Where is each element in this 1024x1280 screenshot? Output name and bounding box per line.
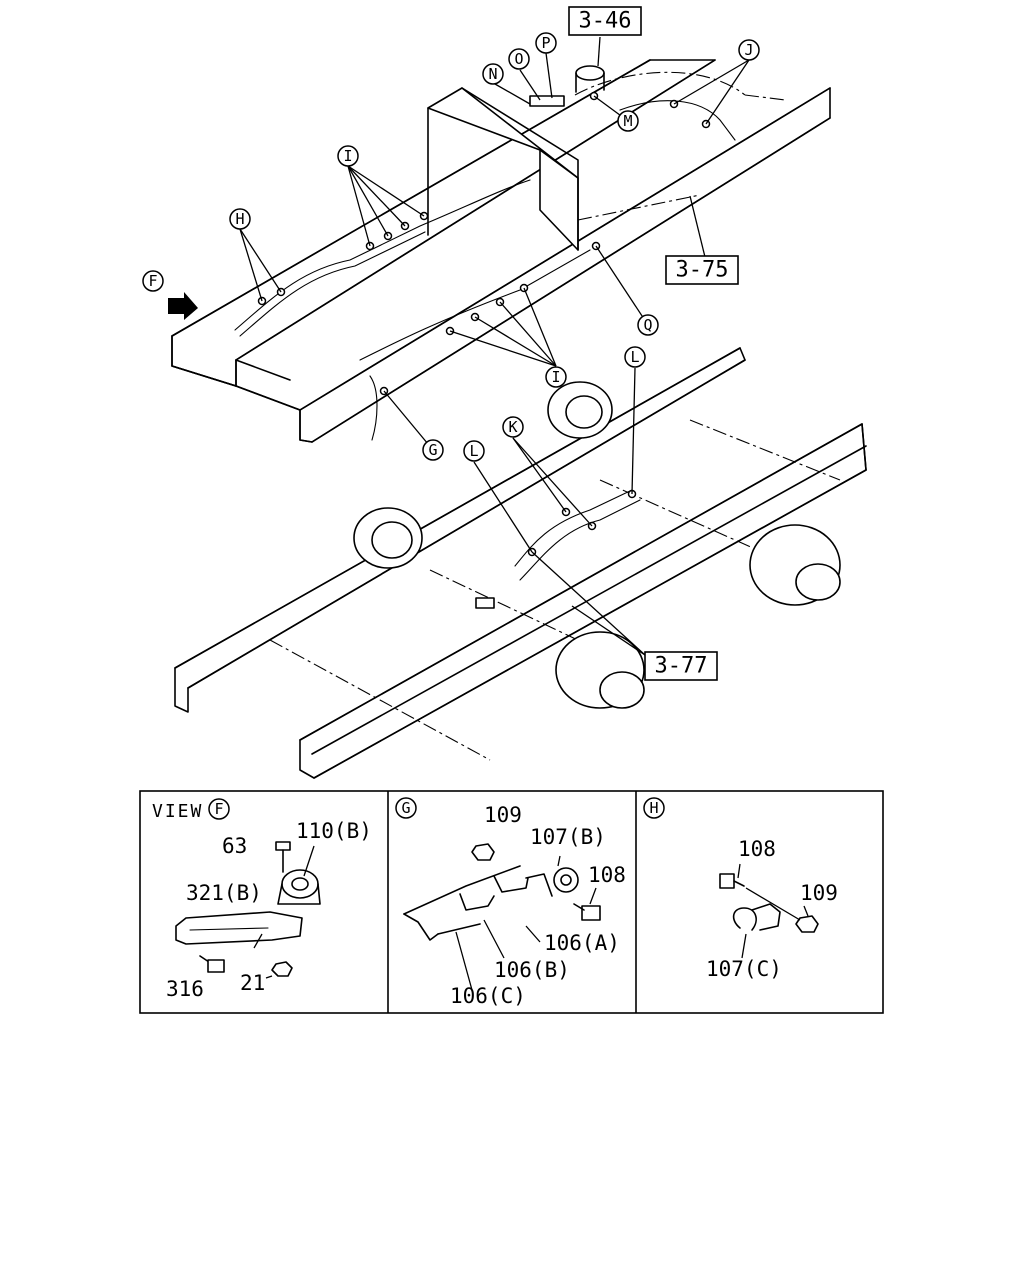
rear-frame-drawing: [174, 347, 867, 779]
svg-text:3-75: 3-75: [676, 258, 729, 283]
svg-text:3-77: 3-77: [655, 654, 708, 679]
panel-g: G 109 107(B) 108 106(A) 106(B) 106(C): [395, 797, 626, 1008]
svg-text:21: 21: [240, 971, 265, 995]
svg-text:106(C): 106(C): [450, 984, 526, 1008]
svg-text:O: O: [514, 50, 523, 68]
svg-text:F: F: [148, 272, 157, 290]
svg-text:M: M: [623, 112, 632, 130]
svg-text:110(B): 110(B): [296, 819, 372, 843]
callout-q: Q: [637, 314, 659, 336]
callout-p: P: [535, 32, 557, 54]
panel-view-f: VIEW F 63 110(B) 321(B) 316 21: [152, 798, 372, 1001]
svg-text:109: 109: [800, 881, 838, 905]
callout-m: M: [617, 110, 639, 132]
svg-text:109: 109: [484, 803, 522, 827]
callout-i-upper: I: [337, 145, 359, 167]
svg-text:108: 108: [738, 837, 776, 861]
svg-text:316: 316: [166, 977, 204, 1001]
svg-text:106(B): 106(B): [494, 958, 570, 982]
svg-text:321(B): 321(B): [186, 881, 262, 905]
svg-text:N: N: [488, 65, 497, 83]
svg-text:107(C): 107(C): [706, 957, 782, 981]
callout-j: J: [738, 39, 760, 61]
svg-text:G: G: [428, 441, 437, 459]
svg-text:G: G: [401, 799, 410, 817]
svg-text:J: J: [744, 41, 753, 59]
svg-text:H: H: [235, 210, 244, 228]
rear-wheels: [353, 381, 841, 709]
svg-text:P: P: [541, 34, 550, 52]
svg-text:108: 108: [588, 863, 626, 887]
svg-text:VIEW: VIEW: [152, 801, 203, 822]
svg-text:Q: Q: [643, 316, 652, 334]
ref-box-3-77: 3-77: [644, 651, 718, 681]
front-frame-drawing: [168, 59, 831, 443]
detail-panels: VIEW F 63 110(B) 321(B) 316 21: [139, 790, 884, 1014]
svg-text:3-46: 3-46: [579, 9, 632, 34]
svg-text:I: I: [551, 368, 560, 386]
panel-h: H 108 109 107(C): [643, 797, 838, 981]
callout-k: K: [502, 416, 524, 438]
callout-i-lower: I: [545, 366, 567, 388]
callout-o: O: [508, 48, 530, 70]
callout-h: H: [229, 208, 251, 230]
callout-g: G: [422, 439, 444, 461]
svg-text:L: L: [630, 348, 639, 366]
callout-l-left: L: [463, 440, 485, 462]
svg-text:F: F: [214, 800, 223, 818]
svg-text:107(B): 107(B): [530, 825, 606, 849]
svg-text:I: I: [343, 147, 352, 165]
reference-boxes: 3-46 3-75 3-77: [568, 6, 739, 681]
leader-lines: [239, 36, 750, 656]
svg-text:106(A): 106(A): [544, 931, 620, 955]
callout-f: F: [142, 270, 164, 292]
view-arrow-icon: [168, 292, 198, 320]
ref-box-3-75: 3-75: [665, 255, 739, 285]
svg-text:63: 63: [222, 834, 247, 858]
ref-box-3-46: 3-46: [568, 6, 642, 36]
svg-text:H: H: [649, 799, 658, 817]
callout-letters: N O P M J I H F Q I G L L K: [142, 32, 760, 462]
callout-l-right: L: [624, 346, 646, 368]
callout-n: N: [482, 63, 504, 85]
svg-text:K: K: [508, 418, 517, 436]
svg-text:L: L: [469, 442, 478, 460]
